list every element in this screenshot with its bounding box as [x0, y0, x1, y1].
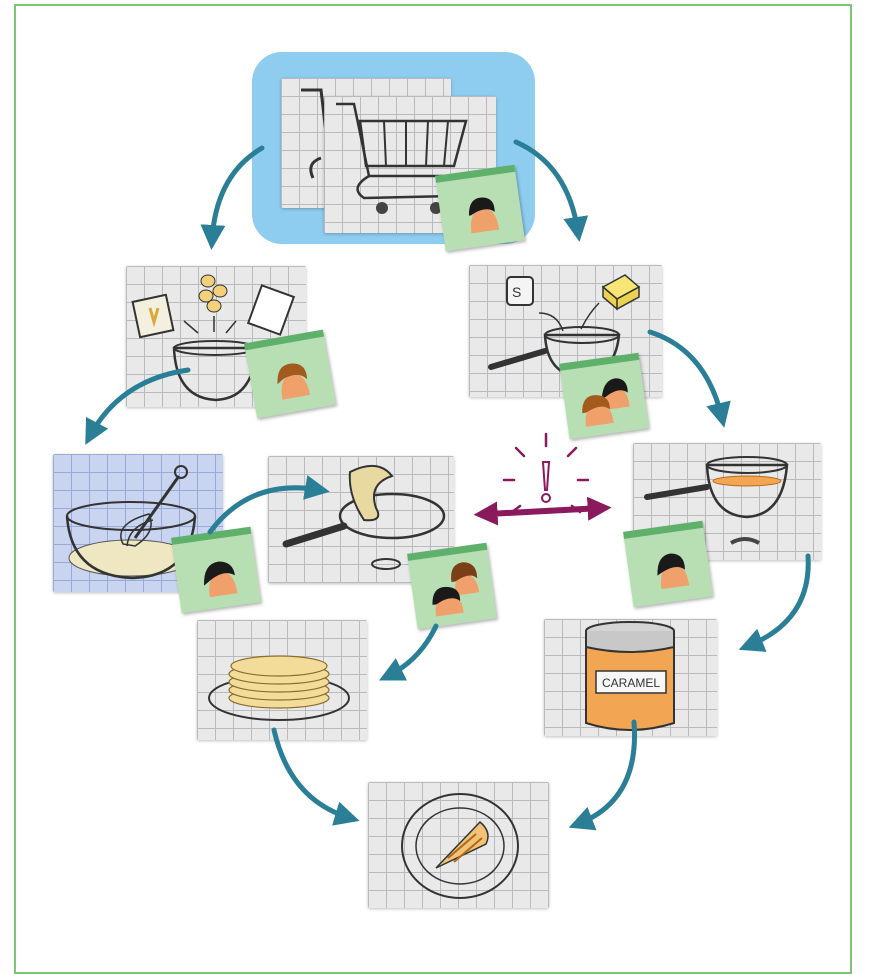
sticky-note-crepe[interactable]: [407, 542, 497, 630]
shopping-cart-icon: [336, 102, 468, 214]
sticky-note-dry[interactable]: [244, 329, 336, 419]
people-icon: [582, 378, 630, 427]
caramel-saucepan-icon: [644, 456, 789, 545]
person-icon: [657, 553, 690, 590]
svg-text:S: S: [512, 284, 521, 300]
sticky-note-sugar[interactable]: [559, 352, 649, 440]
jar-label: CARAMEL: [602, 676, 660, 690]
served-crepe-card[interactable]: [368, 782, 549, 908]
person-icon: [468, 197, 500, 234]
crepe-pan-icon: [282, 465, 446, 570]
sticky-note-whisk[interactable]: [171, 526, 261, 614]
caramel-jar-card[interactable]: CARAMEL: [544, 619, 717, 736]
person-icon: [204, 561, 238, 598]
crepe-stack-plate-icon: [208, 655, 350, 721]
crepe-stack-card[interactable]: [197, 620, 367, 740]
person-icon: [277, 363, 310, 400]
people-icon: [432, 562, 480, 617]
sticky-note-shopping[interactable]: [435, 164, 525, 252]
sticky-note-caramel[interactable]: [623, 520, 713, 608]
caramel-pan-card[interactable]: [633, 443, 821, 560]
flour-eggs-milk-bowl-icon: [131, 274, 296, 402]
caramel-jar-icon: CARAMEL: [585, 621, 675, 731]
crepe-slice-plate-icon: [401, 793, 519, 899]
